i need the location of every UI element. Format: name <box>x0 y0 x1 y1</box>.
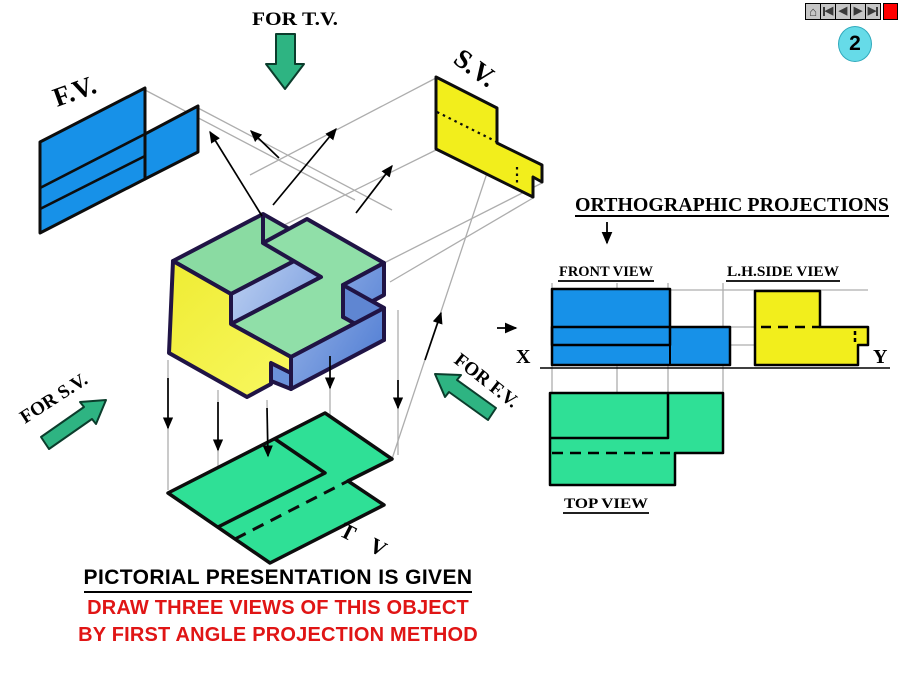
heading-underlines <box>558 215 889 514</box>
orthographic-heading: ORTHOGRAPHIC PROJECTIONS <box>575 194 889 216</box>
sv-plane-label: S.V. <box>448 43 502 93</box>
stop-button[interactable] <box>883 3 898 20</box>
home-icon: ⌂ <box>809 4 817 19</box>
side-view-drawing <box>753 289 870 367</box>
footer-line2: DRAW THREE VIEWS OF THIS OBJECT <box>87 597 469 619</box>
last-bar-icon <box>876 7 879 16</box>
xy-reference-line <box>497 222 890 369</box>
next-icon: ▶ <box>853 5 863 17</box>
first-slide-button[interactable]: ◀ <box>820 3 836 20</box>
view-direction-arrows <box>40 33 497 450</box>
page-number: 2 <box>849 32 861 55</box>
axis-y-label: Y <box>873 346 888 368</box>
last-icon: ▶ <box>867 5 877 17</box>
footer-line3: BY FIRST ANGLE PROJECTION METHOD <box>78 624 478 646</box>
front-view-label: FRONT VIEW <box>559 264 653 280</box>
first-icon: ◀ <box>824 5 834 17</box>
footer-line1: PICTORIAL PRESENTATION IS GIVEN <box>83 566 473 593</box>
slide-navigation: ⌂ ◀ ◀ ▶ ▶ <box>805 3 898 20</box>
previous-slide-button[interactable]: ◀ <box>835 3 851 20</box>
side-view-label: L.H.SIDE VIEW <box>727 264 840 280</box>
top-view-drawing <box>548 391 725 487</box>
tv-projection-plane <box>166 411 394 565</box>
pictorial-object <box>167 212 386 399</box>
arrow-for-sv <box>40 399 107 450</box>
axis-x-label: X <box>516 346 531 368</box>
tv-plane-label: T V <box>336 517 397 565</box>
home-button[interactable]: ⌂ <box>805 3 821 20</box>
top-view-label: TOP VIEW <box>564 496 649 512</box>
object-side-face-yellow <box>167 259 293 399</box>
arrow-for-fv <box>434 373 497 421</box>
sv-projection-plane <box>434 75 544 199</box>
arrow-for-tv <box>265 33 305 90</box>
page-number-badge: 2 <box>838 26 872 62</box>
next-slide-button[interactable]: ▶ <box>850 3 866 20</box>
for-tv-label: FOR T.V. <box>252 9 338 30</box>
last-slide-button[interactable]: ▶ <box>865 3 881 20</box>
projection-arrows <box>162 127 443 458</box>
first-bar-icon <box>822 7 825 16</box>
previous-icon: ◀ <box>838 5 848 17</box>
fv-projection-plane <box>38 86 200 235</box>
front-view-drawing <box>550 287 732 367</box>
footer-instructions: PICTORIAL PRESENTATION IS GIVEN DRAW THR… <box>0 566 556 647</box>
fv-plane-label: F.V. <box>49 70 100 113</box>
